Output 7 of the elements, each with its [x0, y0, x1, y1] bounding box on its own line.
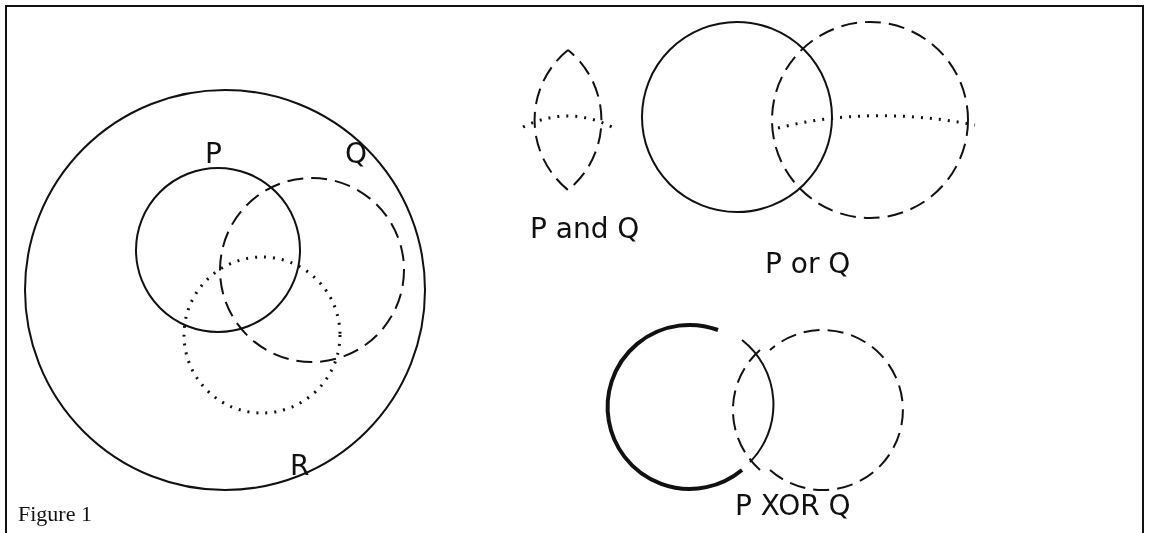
operation-label: P and Q	[530, 215, 640, 243]
set-label: P	[205, 140, 222, 168]
operation-label: P XOR Q	[735, 492, 851, 520]
figure-caption: Figure 1	[18, 503, 92, 525]
operation-label: P or Q	[765, 250, 851, 278]
set-label: Q	[345, 140, 368, 168]
set-label: R	[290, 452, 310, 480]
